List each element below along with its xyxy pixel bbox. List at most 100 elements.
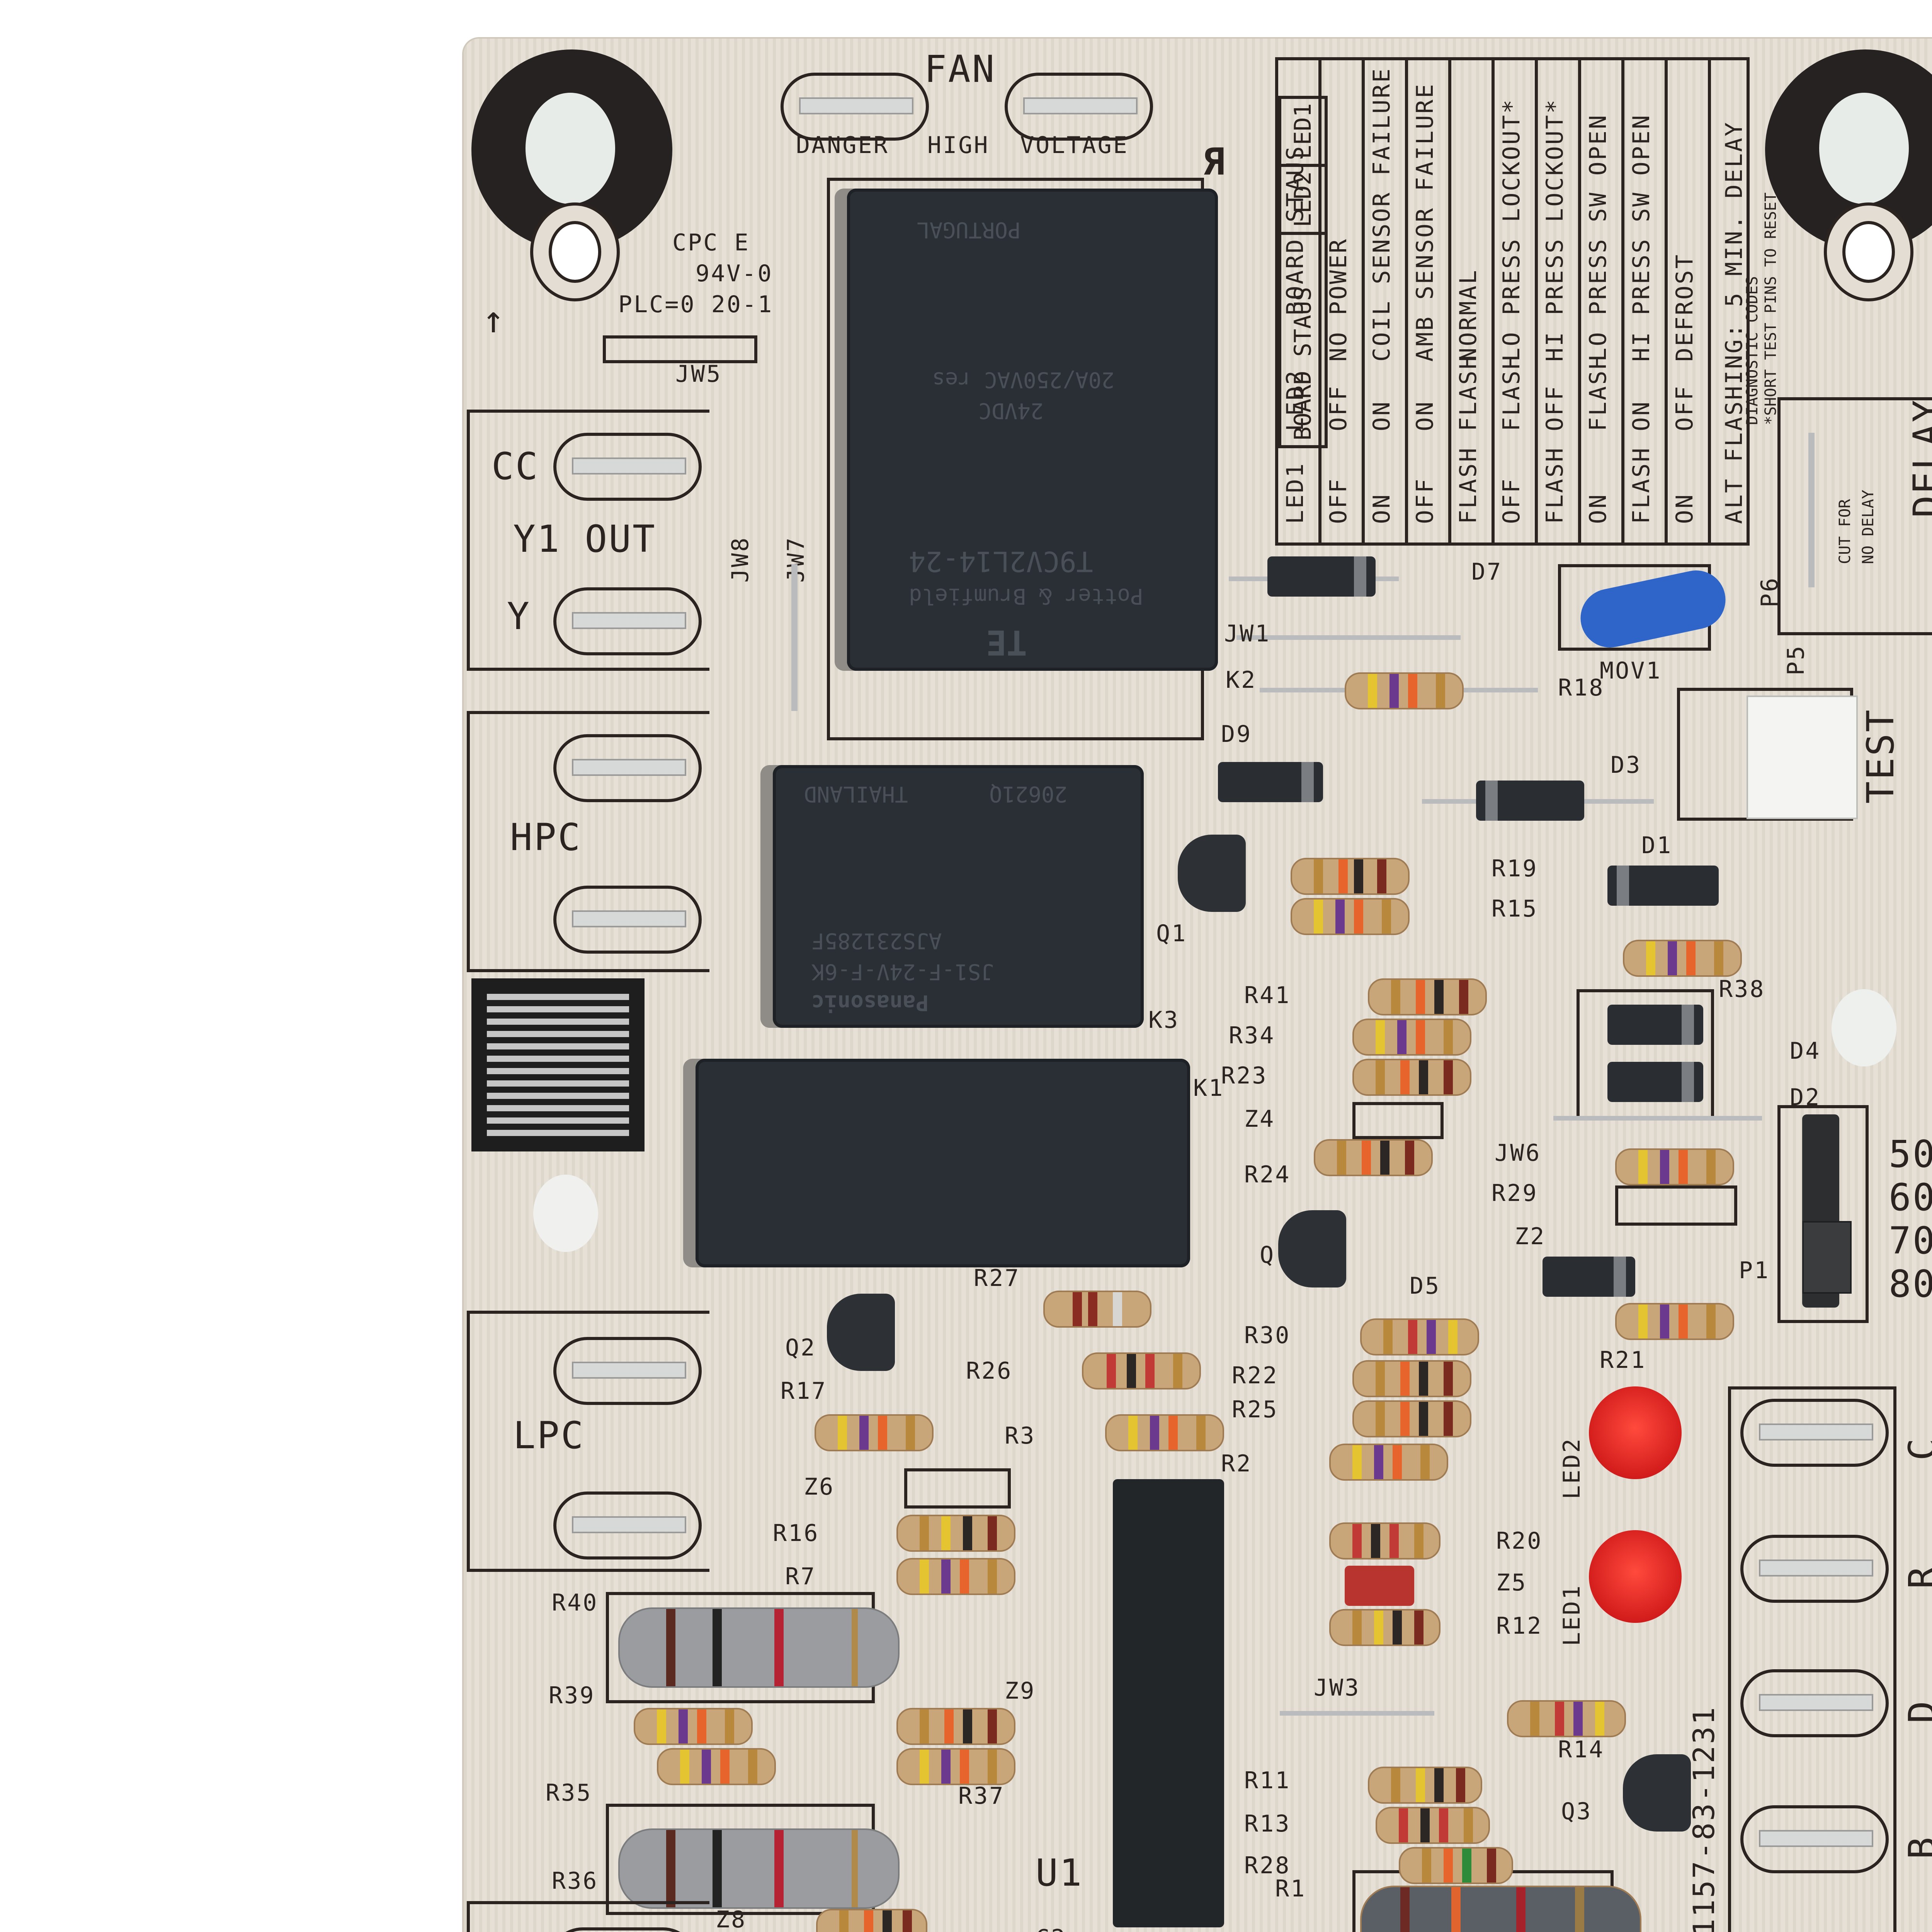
resistor-r25: [1352, 1400, 1471, 1437]
terminal-r[interactable]: [1740, 1535, 1889, 1603]
terminal-b-label: B: [1901, 1835, 1932, 1859]
resistor-r18: [1345, 672, 1464, 709]
resistor-r37: [896, 1748, 1015, 1785]
row-led2: ON: [1368, 400, 1396, 431]
terminal-b[interactable]: [1740, 1805, 1889, 1873]
p1-footprint: [1777, 1105, 1869, 1323]
y-label: Y: [507, 595, 531, 638]
k2-model-text: T9CV2L14-24: [909, 544, 1093, 577]
diag-note-2: *SHORT TEST PINS TO RESET: [1764, 192, 1781, 425]
power-resistor-r1: [1360, 1886, 1641, 1932]
k3-code-text: 20621Q: [989, 781, 1068, 805]
led1-label: LED1: [1558, 1584, 1586, 1646]
power-resistor-r36: [618, 1828, 900, 1909]
transistor-q2: [827, 1294, 895, 1371]
temp-option-70: 70: [1889, 1219, 1932, 1263]
lpc-label: LPC: [513, 1414, 585, 1458]
r19-label: R19: [1492, 855, 1538, 883]
d7-label: D7: [1471, 558, 1503, 586]
terminal-c[interactable]: [1740, 1399, 1889, 1467]
resistor-r41: [1368, 978, 1487, 1015]
r15-label: R15: [1492, 895, 1538, 923]
diode-d1: [1607, 866, 1719, 906]
row-status: NO POWER: [1325, 238, 1352, 362]
resistor-r35a: [657, 1748, 776, 1785]
r18-label: R18: [1558, 674, 1605, 702]
status-led-1: [1589, 1530, 1682, 1623]
delay-jumper-wire[interactable]: [1808, 433, 1815, 587]
temp-option-50: 50: [1889, 1133, 1932, 1176]
r12-label: R12: [1496, 1612, 1543, 1640]
r1-label: R1: [1275, 1875, 1306, 1903]
r20-label: R20: [1496, 1527, 1543, 1555]
resistor-r20: [1329, 1522, 1440, 1560]
table-row: ON ON COIL SENSOR FAILURE: [1365, 60, 1408, 543]
r39-label: R39: [549, 1682, 595, 1709]
diode-d7: [1267, 556, 1376, 597]
row-status: AMB SENSOR FAILURE: [1411, 82, 1439, 362]
p1-label: P1: [1739, 1257, 1770, 1284]
no-delay-text: NO DELAY: [1861, 490, 1878, 564]
cc-terminal[interactable]: [553, 433, 702, 501]
table-row: OFF FLASH LO PRESS LOCKOUT*: [1495, 60, 1538, 543]
r3-label: R3: [1005, 1422, 1036, 1450]
r29-label: R29: [1492, 1179, 1538, 1207]
r23-label: R23: [1221, 1062, 1268, 1090]
resistor-r34: [1352, 1019, 1471, 1056]
row-led2: ON: [1628, 400, 1655, 431]
row-status: LO PRESS SW OPEN: [1584, 114, 1612, 362]
table-row: FLASH FLASH NORMAL: [1451, 60, 1495, 543]
y-terminal[interactable]: [553, 587, 702, 655]
row-status: LO PRESS LOCKOUT*: [1498, 98, 1526, 362]
row-led1: FLASH: [1454, 446, 1482, 524]
row-status: NORMAL: [1454, 269, 1482, 362]
resistor-r24: [1314, 1139, 1433, 1176]
lpc-terminal-2[interactable]: [553, 1492, 702, 1560]
z6-label: Z6: [804, 1473, 835, 1501]
hpc-terminal-1[interactable]: [553, 734, 702, 802]
fan-terminal-2[interactable]: [1005, 73, 1153, 141]
voltage-text: VOLTAGE: [1020, 131, 1129, 159]
test-connector-p5[interactable]: [1747, 696, 1858, 819]
row-status: DEFROST: [1671, 253, 1699, 362]
alt-flashing-text: ALT FLASHING: 5 MIN. DELAY: [1720, 121, 1748, 524]
table-row: ON OFF DEFROST: [1668, 60, 1711, 543]
fan-terminal-1[interactable]: [781, 73, 929, 141]
relay-k3: THAILAND 20621Q AJS231285F JS1-F-24V-F-6…: [773, 765, 1144, 1028]
q3-label: Q3: [1561, 1798, 1592, 1825]
resistor-r7: [896, 1558, 1015, 1595]
temp-jumper-shunt[interactable]: [1802, 1221, 1852, 1294]
jw3-wire: [1280, 1711, 1434, 1716]
r24-label: R24: [1244, 1161, 1291, 1189]
table-row: OFF OFF NO POWER: [1321, 60, 1365, 543]
r7-label: R7: [785, 1563, 816, 1590]
row-led1: ON: [1584, 493, 1612, 524]
k3-origin-text: THAILAND: [804, 781, 908, 805]
arrow-up-icon: ↑: [482, 298, 506, 342]
z4-label: Z4: [1244, 1105, 1276, 1133]
resistor-z8-pos: [816, 1909, 927, 1932]
relay-k1: [696, 1059, 1190, 1267]
d5-label: D5: [1410, 1272, 1441, 1300]
table-row: FLASH ON HI PRESS SW OPEN: [1624, 60, 1668, 543]
mov1-label: MOV1: [1600, 657, 1662, 685]
row-led2: OFF: [1671, 384, 1699, 431]
pcb-board: ↑ ↑ CPC E 94V-0 PLC=0 20-1 JW5 FAN DANGE…: [464, 39, 1932, 1932]
k2-origin-text: PORTUGAL: [917, 216, 1021, 241]
resistor-r38: [1623, 940, 1742, 977]
r30-label: R30: [1244, 1321, 1291, 1349]
fab-mark-94v0: 94V-0: [696, 260, 773, 287]
row-status: COIL SENSOR FAILURE: [1368, 67, 1396, 362]
lpc-terminal-1[interactable]: [553, 1337, 702, 1405]
k1-label: K1: [1193, 1074, 1225, 1102]
r16-label: R16: [773, 1519, 820, 1547]
row-led2: ON: [1411, 400, 1439, 431]
terminal-d[interactable]: [1740, 1669, 1889, 1737]
resistor-r13: [1376, 1807, 1490, 1844]
hpc-terminal-2[interactable]: [553, 886, 702, 954]
fab-mark-cpc: CPC E: [672, 229, 750, 257]
ul-recognized-icon: Я: [1202, 141, 1226, 184]
alignment-hole-icon: [1842, 221, 1895, 283]
diagnostic-table-frame: LED1 LED2 BOARD STAUS OFF OFF NO POWER O…: [1275, 57, 1750, 546]
r27-label: R27: [974, 1264, 1020, 1292]
